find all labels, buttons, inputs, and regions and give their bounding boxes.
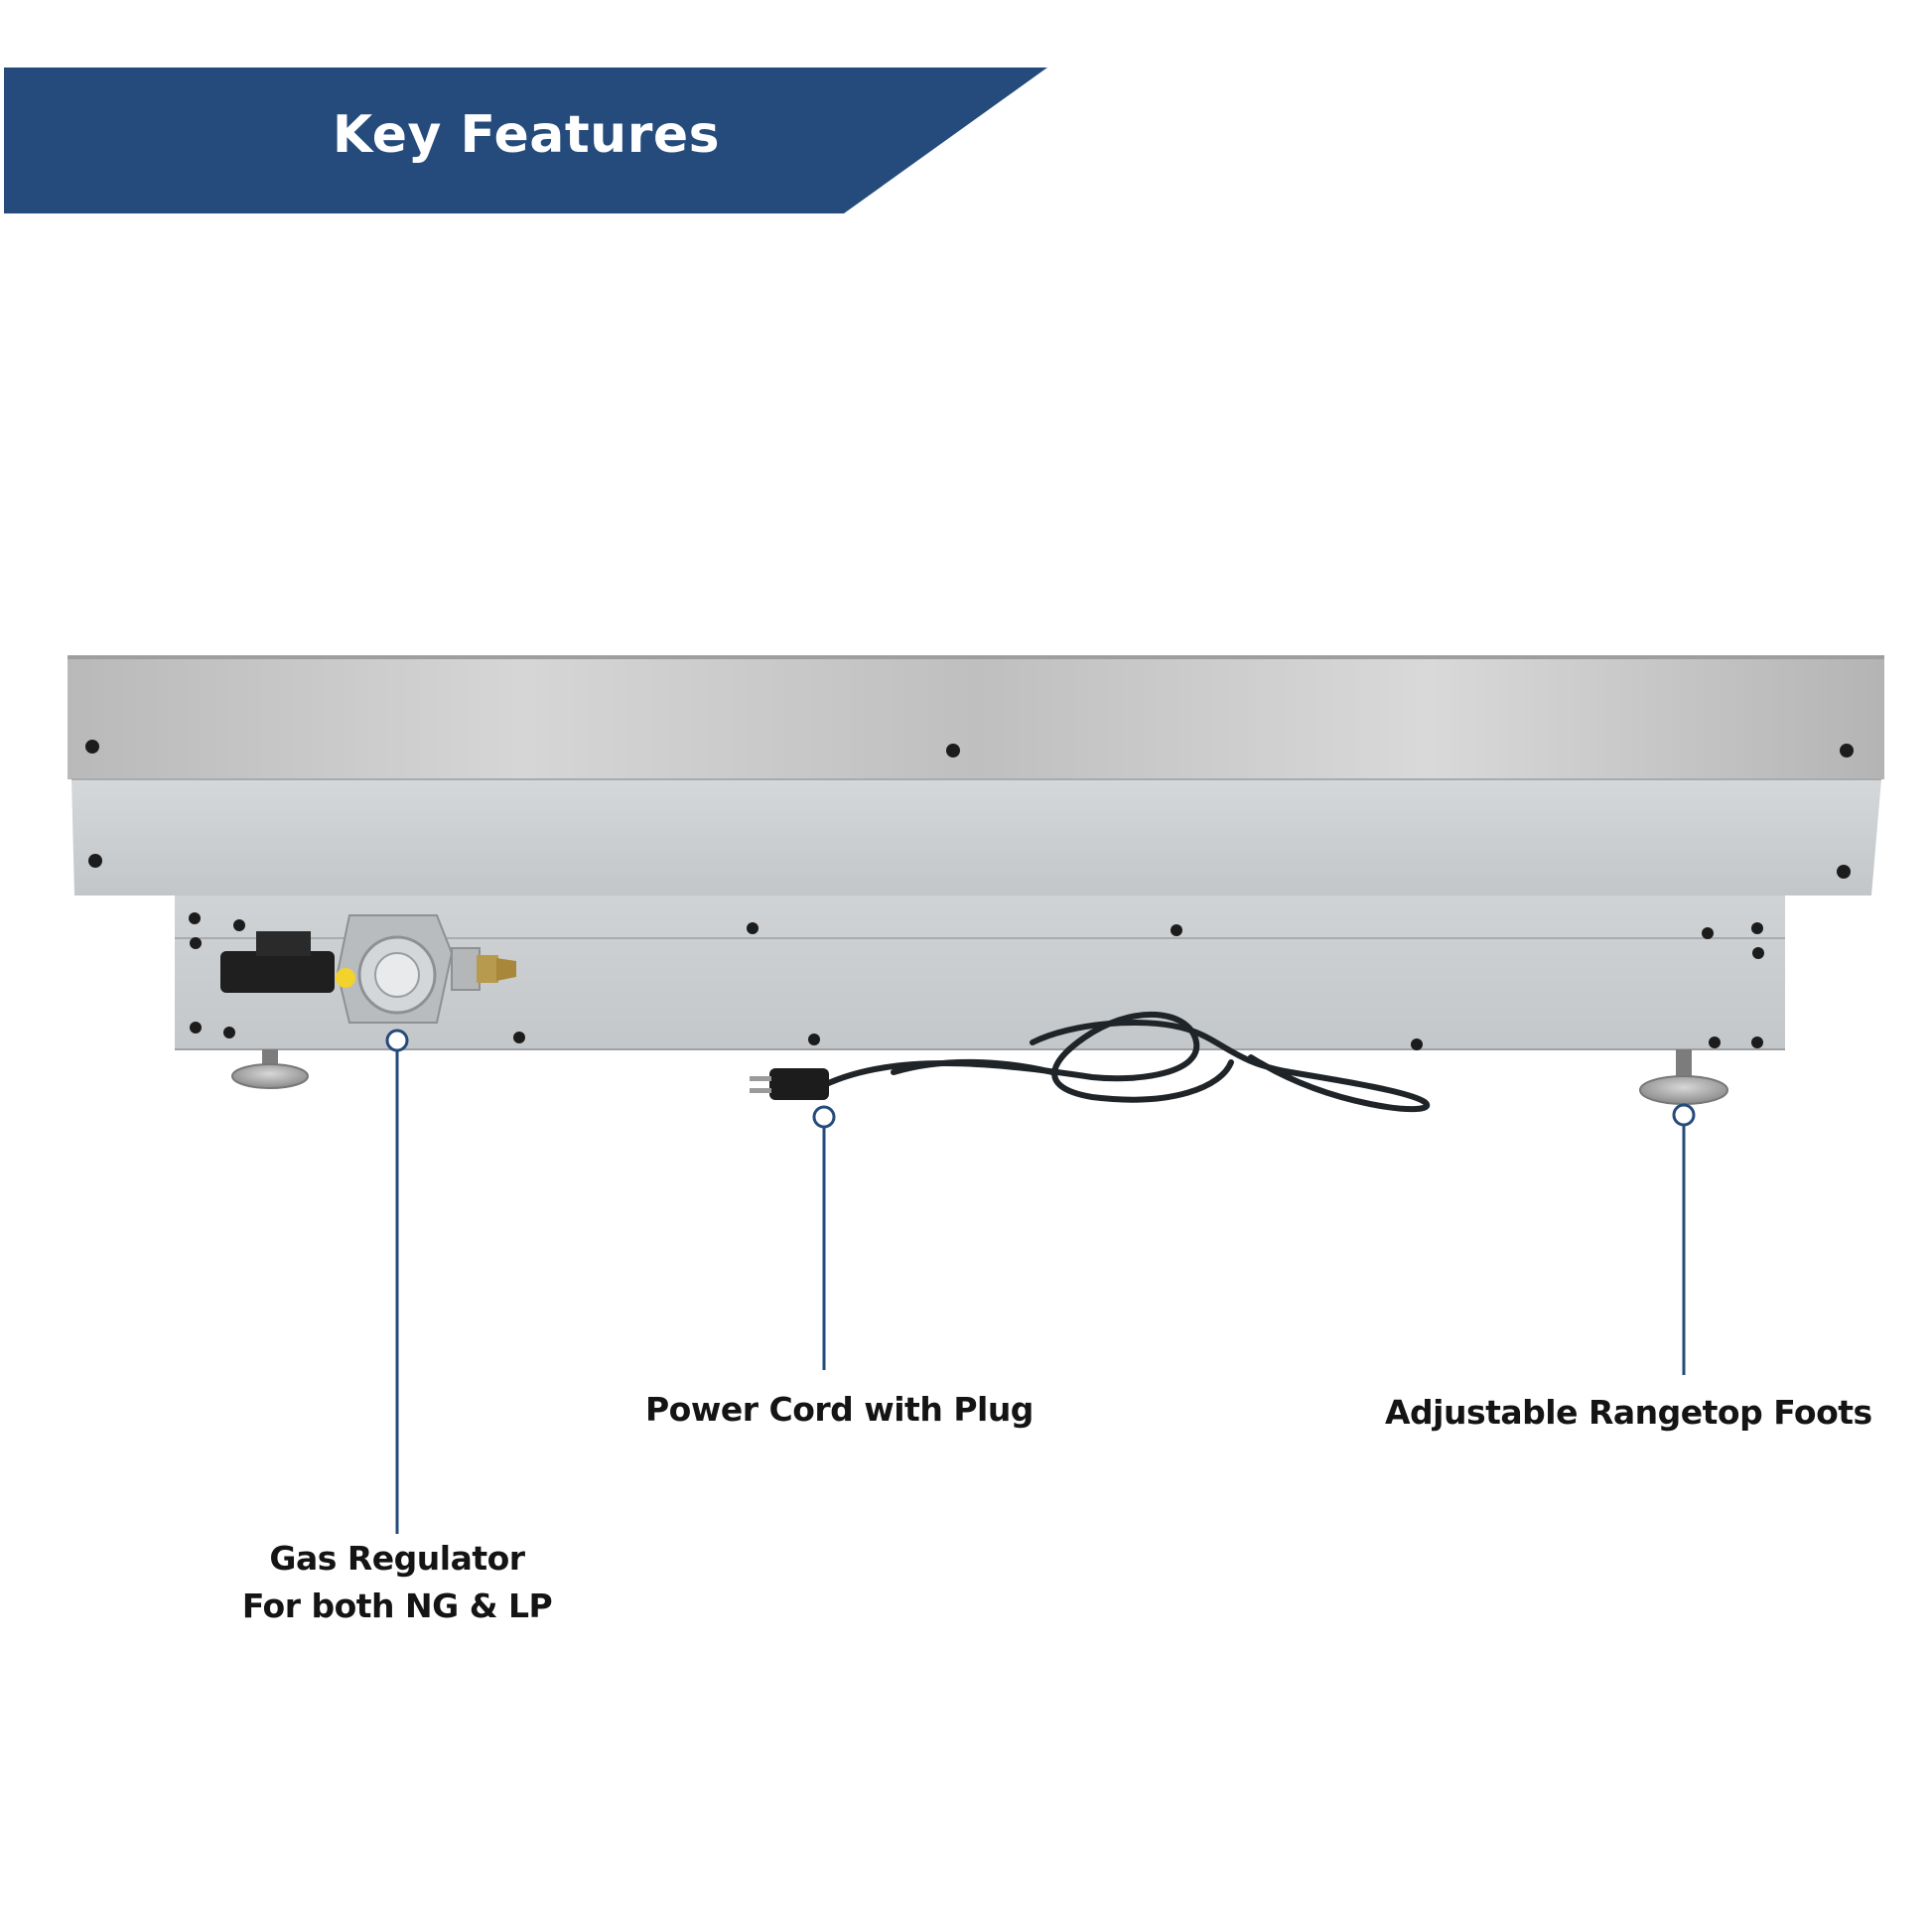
banner-title: Key Features <box>332 105 721 165</box>
power-cord <box>821 1011 1431 1113</box>
left-adjustable-foot <box>231 1049 309 1089</box>
top-panel <box>68 655 1884 779</box>
power-plug-icon <box>750 1068 829 1100</box>
callout-gas-regulator <box>385 1029 409 1534</box>
gas-regulator-icon <box>220 914 516 1024</box>
screw-icon <box>85 740 99 754</box>
screw-icon <box>1752 947 1764 959</box>
screw-icon <box>1171 924 1182 936</box>
callout-power-cord <box>812 1105 836 1370</box>
adjustable-foot-icon <box>1639 1049 1728 1105</box>
screw-icon <box>808 1034 820 1045</box>
screw-icon <box>946 744 960 758</box>
screws <box>85 740 1854 1050</box>
screw-icon <box>1411 1038 1423 1050</box>
middle-panel <box>71 778 1881 896</box>
screw-icon <box>1751 1036 1763 1048</box>
gas-regulator-label-line2: For both NG & LP <box>241 1587 553 1625</box>
screw-icon <box>1709 1036 1721 1048</box>
screw-icon <box>190 1022 202 1034</box>
callout-adjustable-foot <box>1672 1103 1696 1375</box>
screw-icon <box>1837 865 1851 879</box>
screw-icon <box>189 912 201 924</box>
screw-icon <box>1751 922 1763 934</box>
screw-icon <box>1840 744 1854 758</box>
screw-icon <box>747 922 759 934</box>
gas-regulator-label-line1: Gas Regulator <box>269 1539 525 1578</box>
screw-icon <box>88 854 102 868</box>
adjustable-foot-label: Adjustable Rangetop Foots <box>1385 1393 1872 1432</box>
screw-icon <box>1702 927 1714 939</box>
screw-icon <box>190 937 202 949</box>
screw-icon <box>223 1027 235 1038</box>
screw-icon <box>513 1032 525 1043</box>
power-cord-label: Power Cord with Plug <box>645 1390 1034 1429</box>
screw-icon <box>233 919 245 931</box>
